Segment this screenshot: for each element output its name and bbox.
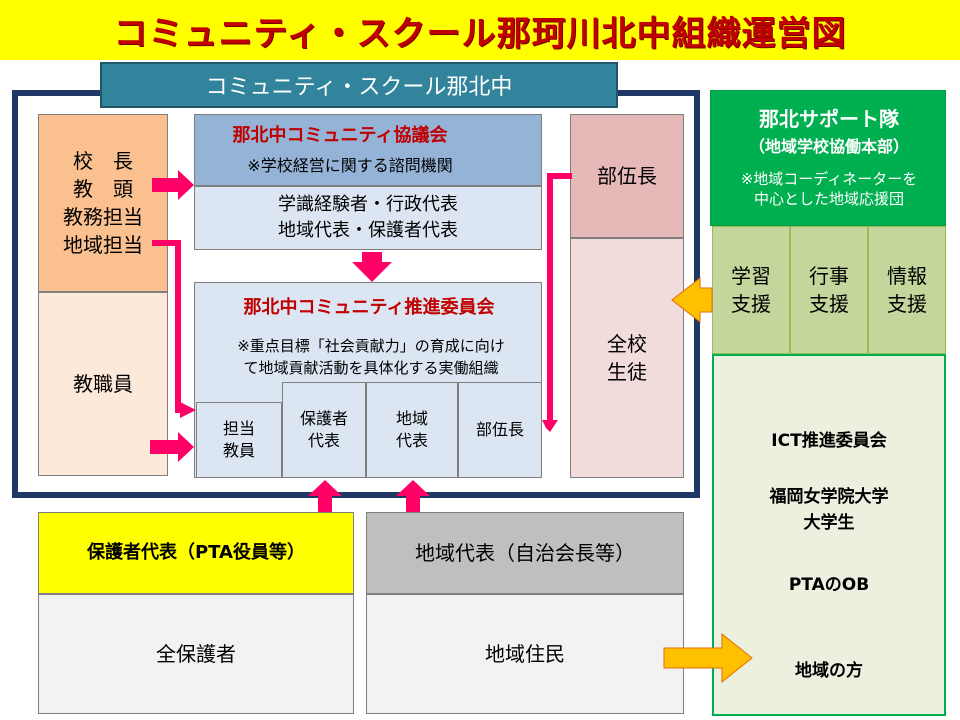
support-team-subtitle: （地域学校協働本部）	[748, 137, 909, 156]
committee-member-community: 地域 代表	[366, 382, 458, 478]
council-title: 那北中コミュニティ協議会	[232, 125, 448, 146]
support-member-ict: ICT推進委員会	[771, 431, 887, 451]
community-school-label: コミュニティ・スクール那北中	[100, 62, 618, 108]
support-team-header: 那北サポート隊 （地域学校協働本部） ※地域コーディネーターを 中心とした地域応…	[710, 90, 946, 226]
committee-note: ※重点目標「社会貢献力」の育成に向け て地域貢献活動を具体化する実働組織	[237, 337, 505, 377]
council-subtitle: ※学校経営に関する諮問機関	[247, 156, 453, 175]
parents-all-box: 全保護者	[38, 594, 354, 714]
support-member-pta-ob: PTAのOB	[788, 575, 870, 595]
staff-roles-box: 校 長 教 頭 教務担当 地域担当	[38, 114, 168, 292]
leader-box: 部伍長	[570, 114, 684, 238]
committee-member-parents: 保護者 代表	[282, 382, 366, 478]
support-team-title: 那北サポート隊	[759, 107, 899, 131]
teachers-box: 教職員	[38, 292, 168, 476]
council-members: 学識経験者・行政代表 地域代表・保護者代表	[194, 186, 542, 250]
committee-member-leader: 部伍長	[458, 382, 542, 478]
committee-title: 那北中コミュニティ推進委員会	[243, 297, 495, 318]
support-member-community: 地域の方	[795, 661, 863, 681]
support-category-learning: 学習 支援	[712, 226, 790, 354]
support-team-note: ※地域コーディネーターを 中心とした地域応援団	[740, 170, 918, 208]
students-box: 全校 生徒	[570, 238, 684, 478]
page-title: コミュニティ・スクール那珂川北中組織運営図	[0, 0, 960, 60]
parents-rep-box: 保護者代表（PTA役員等）	[38, 512, 354, 594]
committee-member-teacher: 担当 教員	[196, 402, 282, 478]
council-header: 那北中コミュニティ協議会 ※学校経営に関する諮問機関	[194, 114, 542, 186]
support-category-info: 情報 支援	[868, 226, 946, 354]
community-rep-box: 地域代表（自治会長等）	[366, 512, 684, 594]
community-all-box: 地域住民	[366, 594, 684, 714]
support-category-events: 行事 支援	[790, 226, 868, 354]
support-member-university: 福岡女学院大学 大学生	[769, 487, 889, 533]
